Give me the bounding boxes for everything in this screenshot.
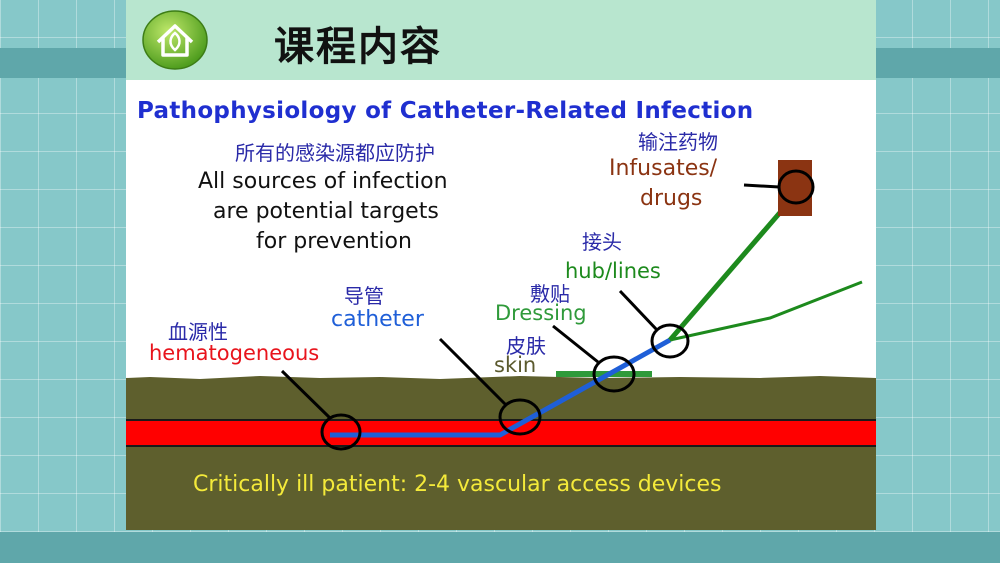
hub-pointer xyxy=(618,289,659,332)
intro-line-1: All sources of infection xyxy=(198,169,448,194)
infusates-en-2: drugs xyxy=(640,186,703,211)
catheter-en: catheter xyxy=(331,307,424,332)
dressing-circle xyxy=(592,355,636,393)
dressing-en: Dressing xyxy=(495,301,587,325)
dressing-pointer xyxy=(552,324,599,364)
intro-line-2: are potential targets xyxy=(213,199,439,224)
hub-cn: 接头 xyxy=(582,230,622,254)
dressing-cn: 敷贴 xyxy=(530,282,570,306)
hematogenous-pointer xyxy=(280,369,332,420)
skin-cn: 皮肤 xyxy=(506,334,546,358)
hub-en: hub/lines xyxy=(565,259,661,283)
infusate-bag xyxy=(778,160,812,216)
hematogenous-circle xyxy=(320,413,362,451)
tissue-layer xyxy=(126,376,876,530)
diagram-heading: Pathophysiology of Catheter-Related Infe… xyxy=(137,98,754,124)
intro-cn: 所有的感染源都应防护 xyxy=(235,141,435,165)
house-leaf-icon xyxy=(142,10,208,70)
hematogenous-en: hematogeneous xyxy=(149,341,320,365)
catheter-cn: 导管 xyxy=(344,284,384,308)
infusate-pointer xyxy=(743,183,780,189)
infusates-cn: 输注药物 xyxy=(638,130,718,154)
main-line xyxy=(668,192,798,342)
catheter-circle xyxy=(498,398,542,436)
infusates-en-1: Infusates/ xyxy=(609,156,718,181)
hematogenous-cn: 血源性 xyxy=(168,320,228,344)
intro-line-3: for prevention xyxy=(256,229,412,254)
page-title: 课程内容 xyxy=(274,24,442,70)
skin-en: skin xyxy=(494,353,537,377)
hub-circle xyxy=(650,323,690,359)
footer-note: Critically ill patient: 2-4 vascular acc… xyxy=(193,472,722,497)
side-line xyxy=(669,280,863,342)
slide-header: 课程内容 xyxy=(126,0,876,80)
catheter-pointer xyxy=(438,337,508,407)
background-band-bottom xyxy=(0,532,1000,563)
catheter-line xyxy=(330,337,672,438)
